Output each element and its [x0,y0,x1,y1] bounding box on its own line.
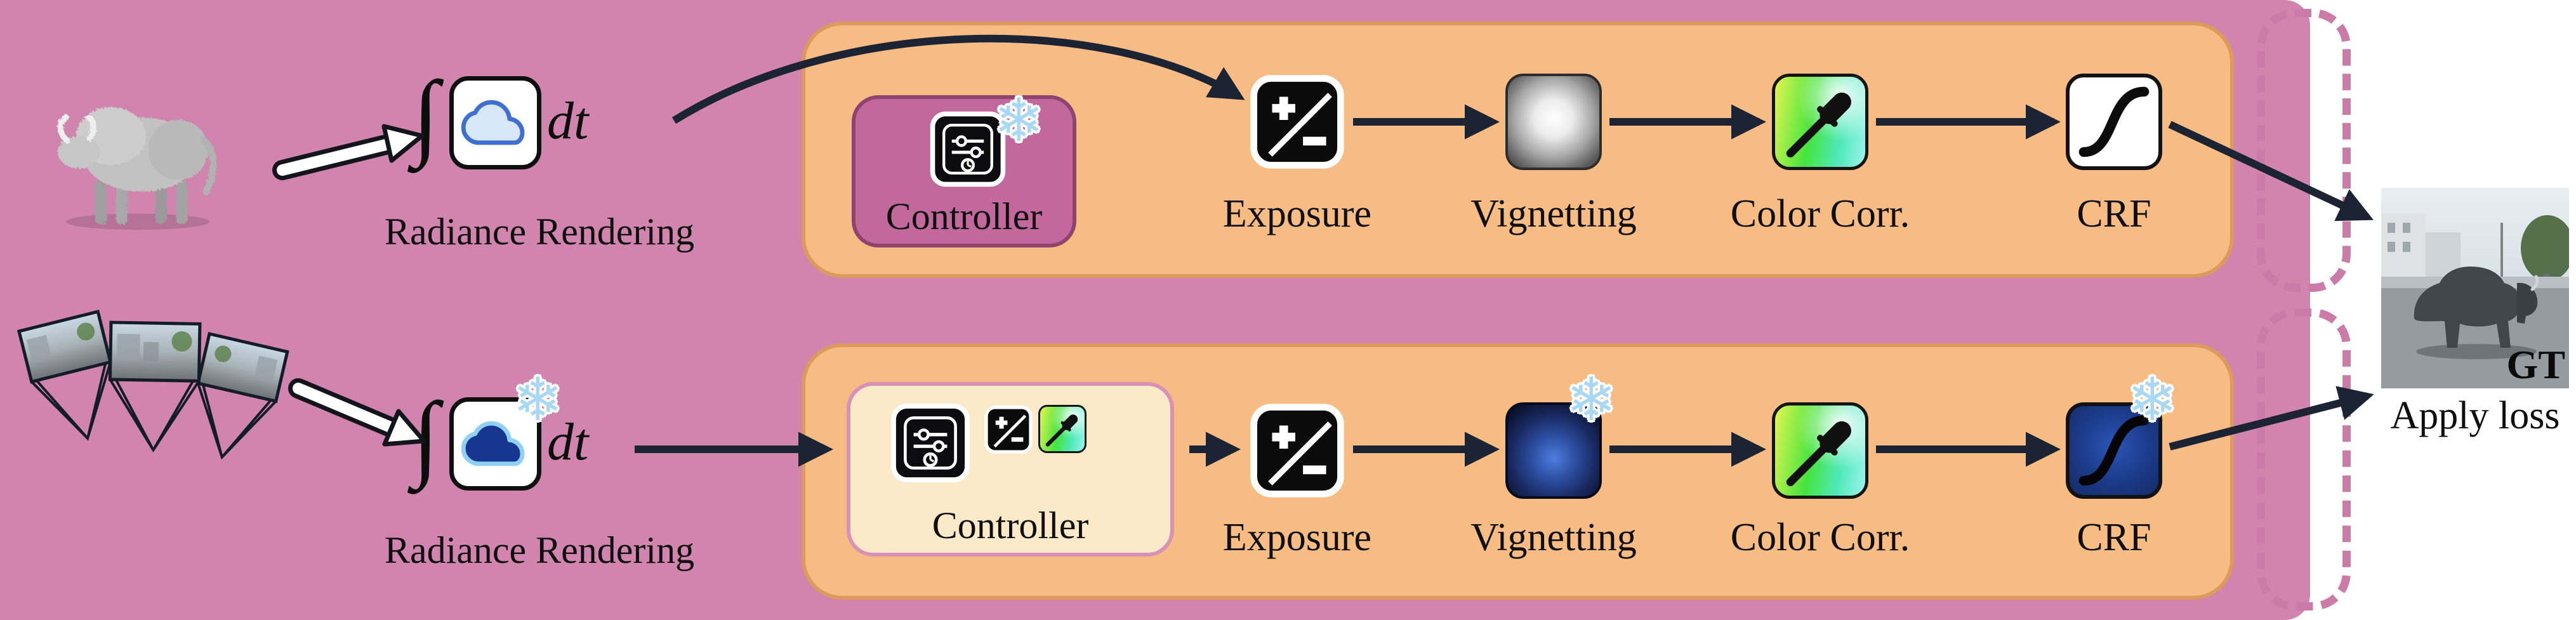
gt-label: GT [2506,342,2565,387]
snowflake-icon: ❄ [994,86,1044,155]
ground-truth-image: GT [2381,188,2569,388]
vignetting-label-top: Vignetting [1470,192,1637,235]
exposure-icon-bottom [1249,402,1345,499]
radiance-cloud-icon [449,76,541,169]
radiance-rendering-label-top: Radiance Rendering [384,211,695,253]
gaussian-bull-image [57,107,217,230]
dt-symbol: dt [547,91,589,150]
color-corr-label-bottom: Color Corr. [1730,516,1910,559]
controller-label: Controller [885,195,1043,237]
frozen-region-outline-bottom [2257,308,2351,610]
mini-exposure-icon [984,405,1033,454]
frustum-center [108,320,202,452]
integral-symbol: ∫ [413,383,439,489]
apply-loss-label: Apply loss [2390,394,2560,437]
mini-eyedropper-icon [1038,405,1087,453]
vignetting-icon-top [1505,74,1602,170]
crf-icon-top [2066,74,2162,170]
radiance-rendering-bottom: ∫ dt [413,383,609,500]
controller-chip-icon [888,401,972,485]
crf-frozen-icon-bottom [2066,402,2162,499]
crf-label-bottom: CRF [2077,516,2151,559]
integral-symbol: ∫ [413,62,439,168]
exposure-icon-top [1249,74,1345,170]
snowflake-icon: ❄ [2127,366,2177,435]
controller-trainable-box: Controller [847,382,1174,557]
color-corr-label-top: Color Corr. [1730,192,1910,235]
crf-label-top: CRF [2077,192,2151,235]
color-correction-icon-bottom [1772,402,1868,499]
exposure-label-bottom: Exposure [1222,516,1372,559]
vignetting-frozen-icon-bottom [1505,402,1602,499]
controller-label: Controller [932,505,1089,546]
exposure-label-top: Exposure [1222,192,1372,235]
frustum-left [17,310,113,441]
vignetting-label-bottom: Vignetting [1470,516,1637,559]
frustum-right [196,332,289,460]
snowflake-icon: ❄ [513,366,563,435]
radiance-rendering-label-bottom: Radiance Rendering [384,529,695,571]
color-correction-icon-top [1772,74,1868,170]
camera-frustums-image [17,310,289,460]
radiance-rendering-top: ∫ dt [413,62,609,179]
frozen-region-outline-top [2257,9,2351,292]
radiance-cloud-frozen-icon [449,397,541,491]
dt-symbol: dt [547,412,589,472]
snowflake-icon: ❄ [1566,366,1616,435]
